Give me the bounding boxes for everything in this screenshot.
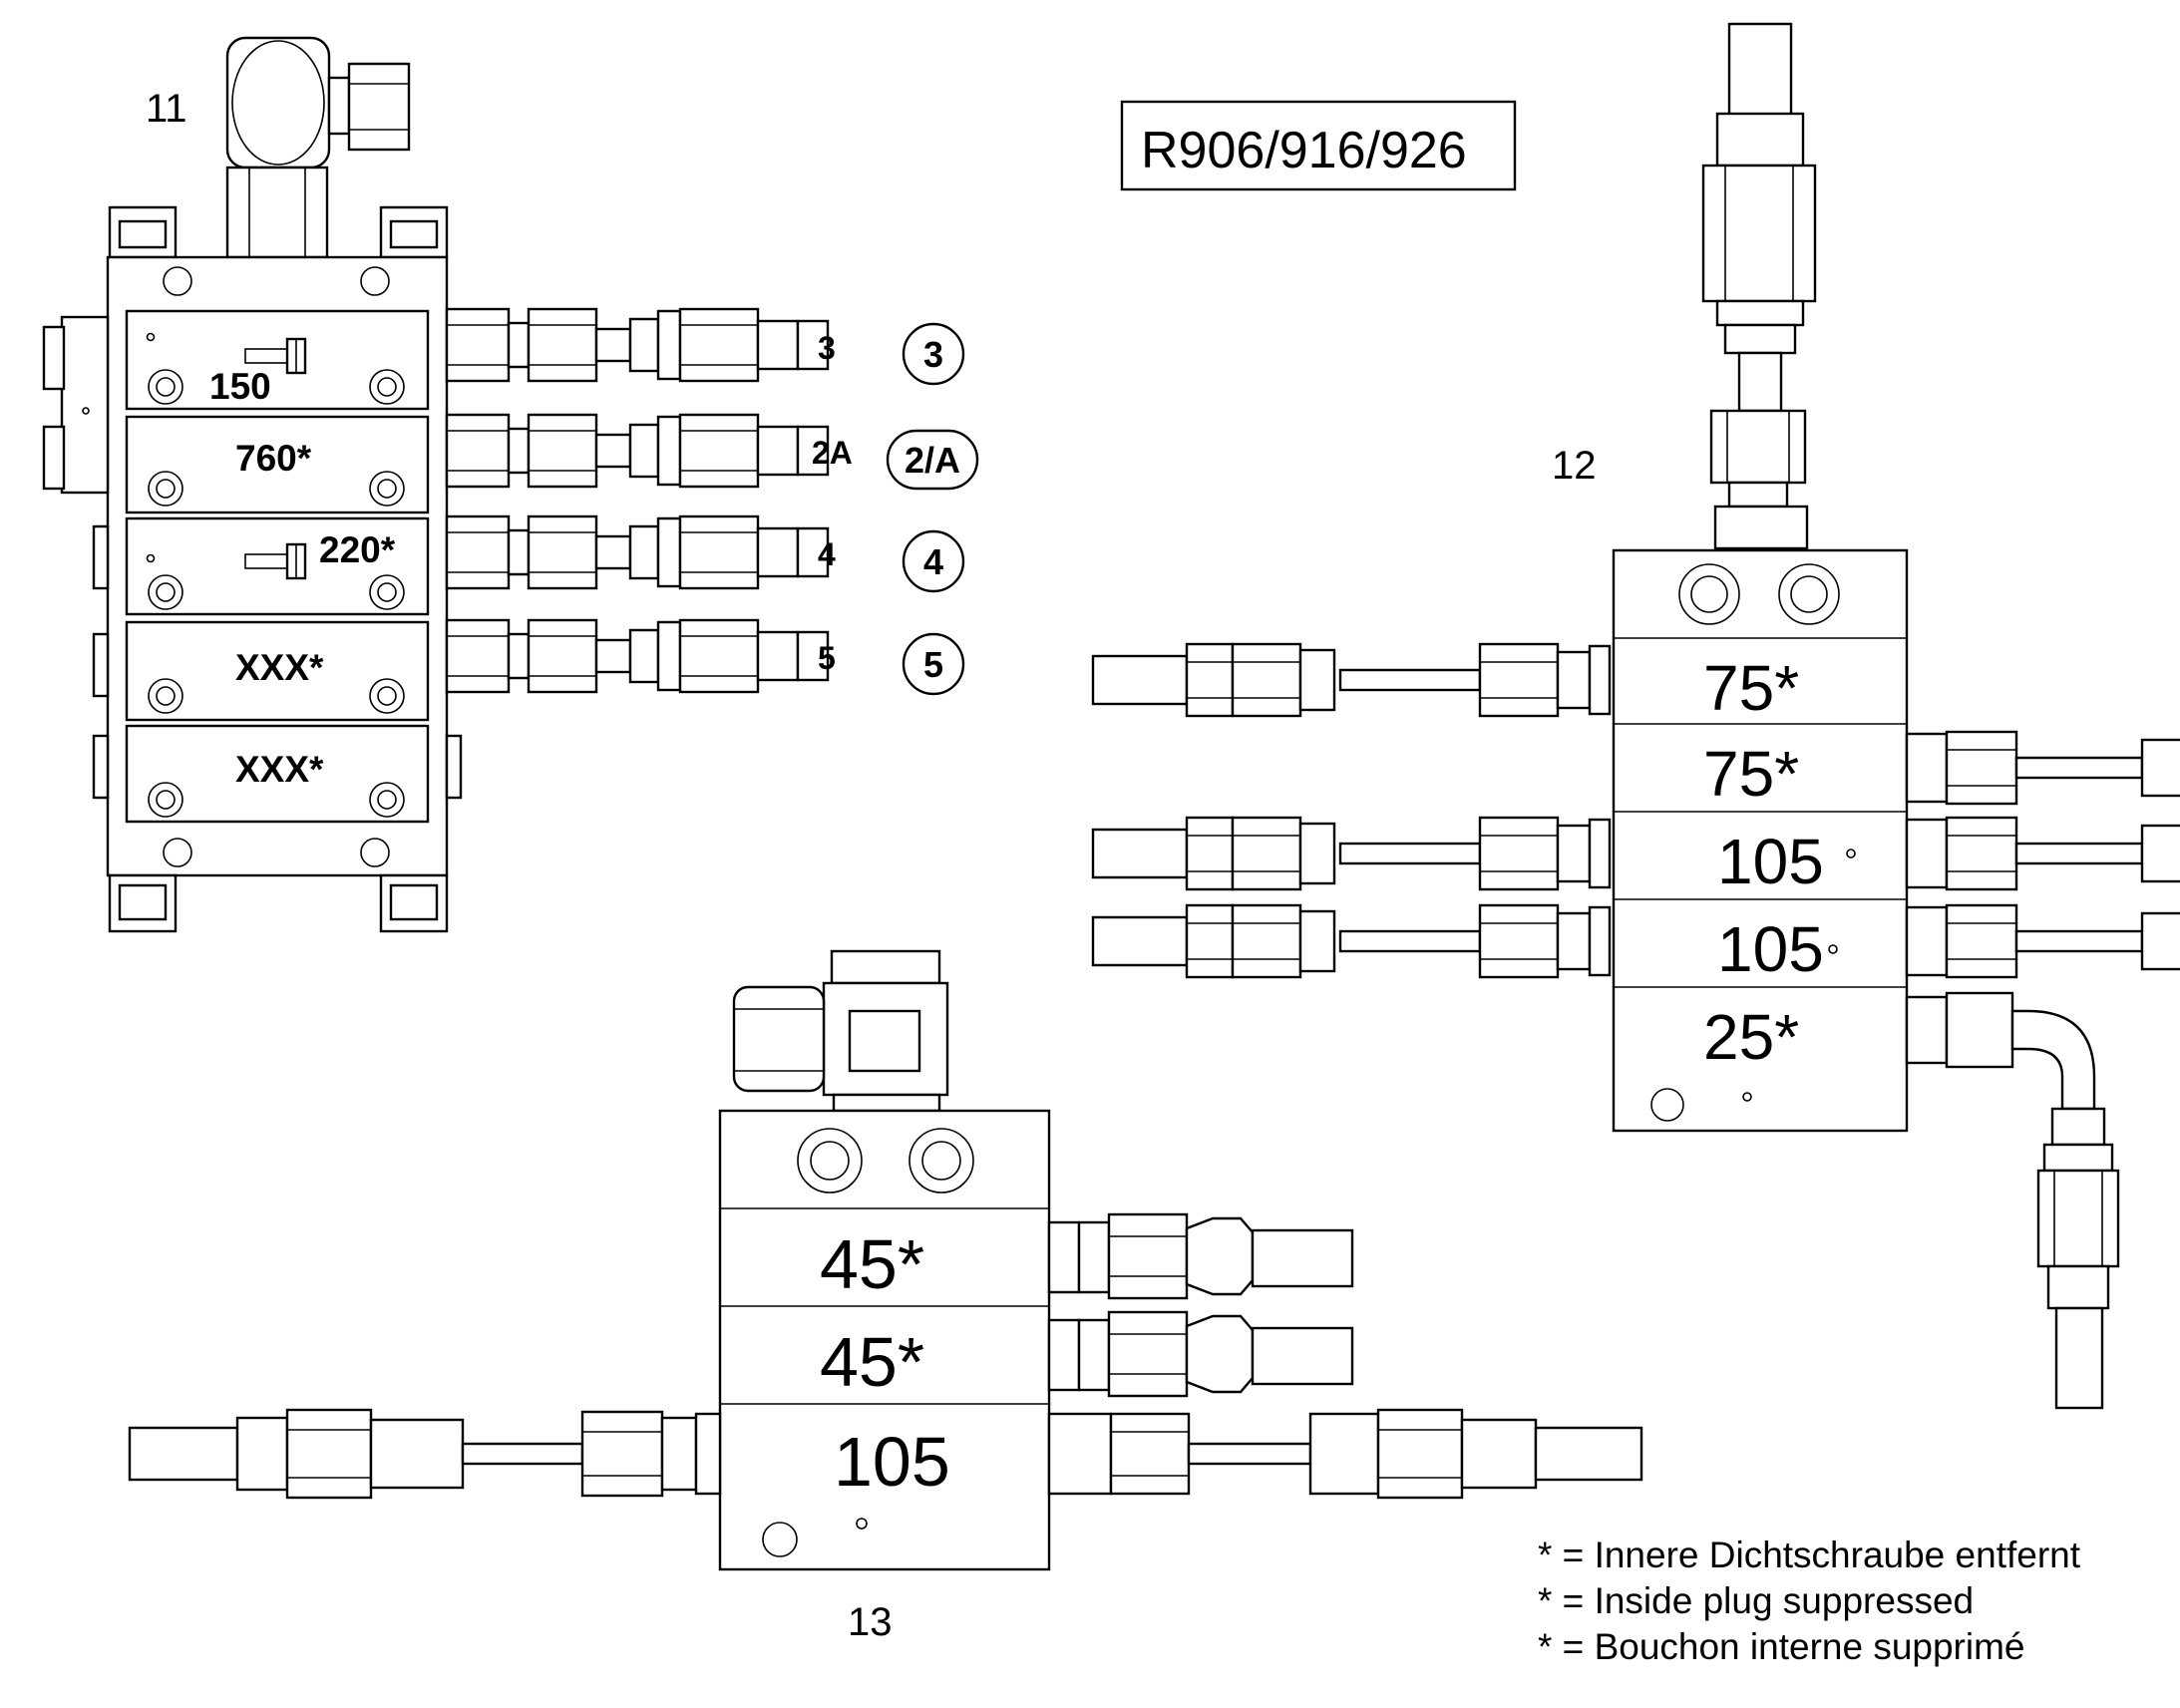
distributor-block-12 (1093, 22, 2180, 1410)
legend-line-en: * = Inside plug suppressed (1538, 1580, 1974, 1621)
legend: * = Innere Dichtschraube entfernt * = In… (1538, 1535, 2081, 1667)
block-13-label: 45* (820, 1323, 924, 1401)
block-11-label: XXX* (235, 647, 324, 688)
outlet-circle-label: 2/A (905, 440, 960, 481)
block-12-label: 105 (1717, 913, 1824, 985)
block-11-section (125, 620, 430, 722)
outlet-circle-label: 3 (923, 334, 943, 375)
block-11-label: 220* (319, 529, 396, 570)
callout-13: 13 (848, 1600, 893, 1644)
legend-line-de: * = Innere Dichtschraube entfernt (1538, 1535, 2081, 1575)
block-13-label: 105 (834, 1423, 950, 1501)
block-11-section (125, 309, 430, 411)
block-11-label: 150 (209, 366, 271, 407)
port-label: 4 (818, 536, 836, 572)
block-11-section (125, 516, 430, 616)
callout-11: 11 (146, 87, 187, 131)
port-label: 5 (818, 640, 836, 676)
callout-12: 12 (1552, 444, 1597, 488)
block-11-section (125, 724, 430, 824)
model-title-box: R906/916/926 (1120, 100, 1517, 191)
port-label: 3 (818, 330, 836, 366)
block-11-label: XXX* (235, 749, 324, 790)
block-12-label: 25* (1703, 1001, 1799, 1073)
block-11-label: 760* (235, 438, 312, 479)
outlet-circle-label: 4 (923, 541, 943, 582)
distributor-block-13 (128, 949, 1643, 1571)
block-12-label: 75* (1703, 652, 1799, 724)
distributor-block-11 (42, 36, 979, 933)
port-label: 2A (812, 435, 853, 471)
outlet-circle-label: 5 (923, 644, 943, 685)
model-title: R906/916/926 (1141, 122, 1467, 179)
legend-line-fr: * = Bouchon interne supprimé (1538, 1626, 2025, 1667)
block-11-section (125, 415, 430, 514)
block-13-label: 45* (820, 1225, 924, 1303)
block-12-label: 75* (1703, 738, 1799, 810)
block-12-label: 105 (1717, 826, 1824, 897)
